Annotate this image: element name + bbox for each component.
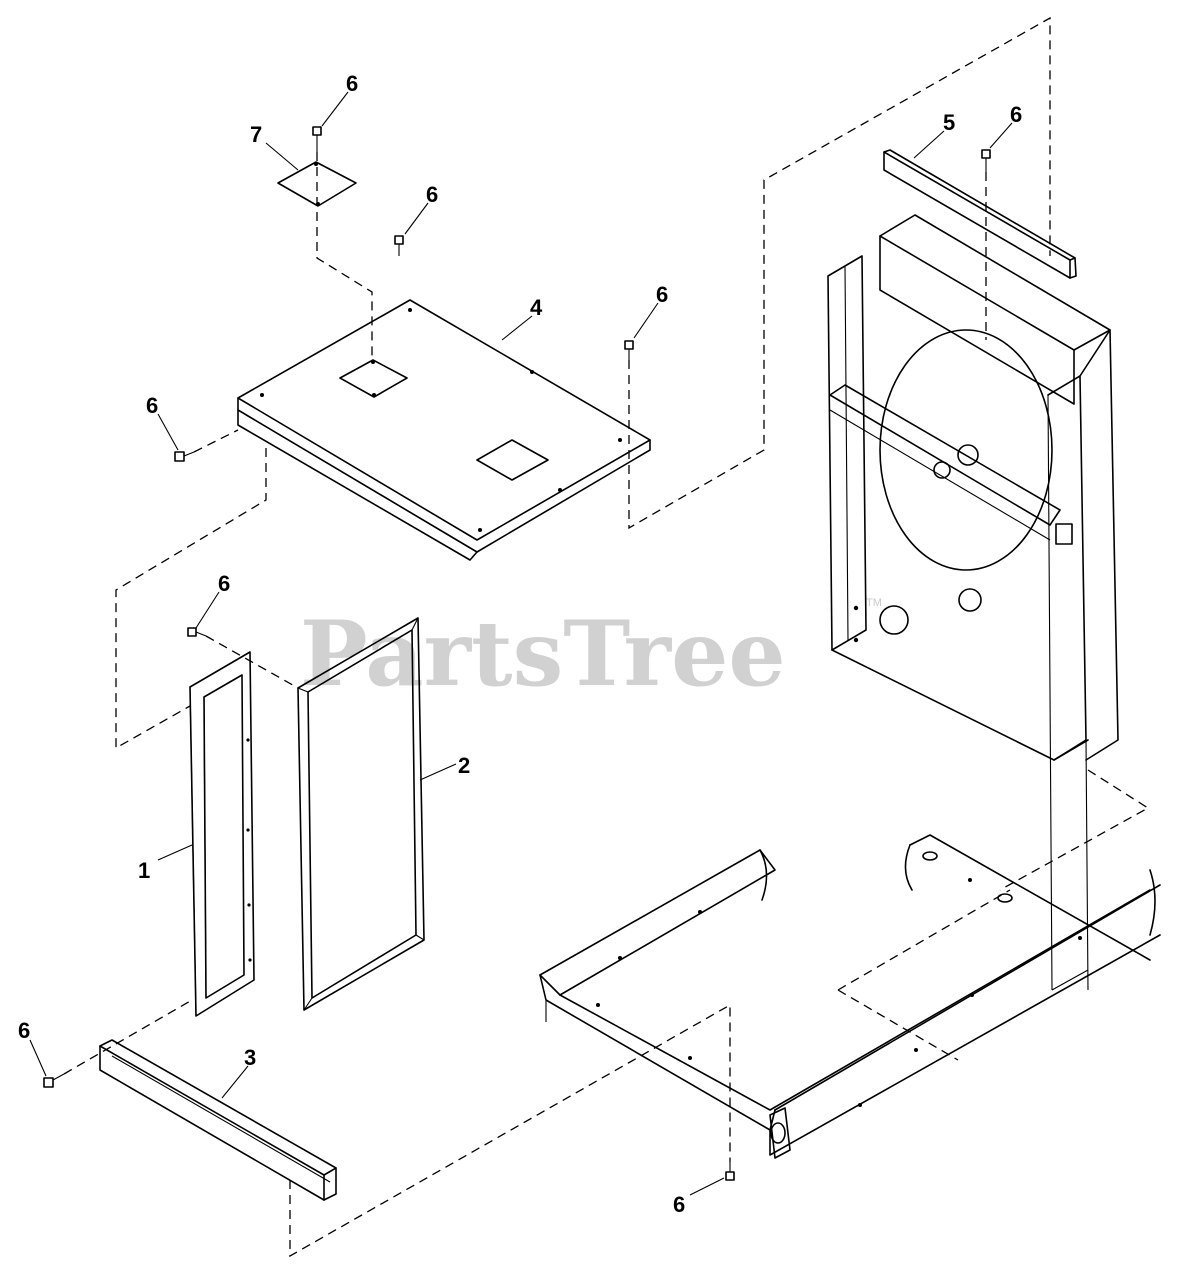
part-6-bolt-bracket [981,149,991,172]
callout-6: 6 [673,1192,685,1217]
leader-lines [29,91,1013,1196]
part-6-bolt-frames [187,627,207,637]
callout-6: 6 [146,393,158,418]
callout-2: 2 [458,753,470,778]
callout-6: 6 [426,182,438,207]
part-6-bolt-left-of-panel [174,451,195,462]
part-3-bottom-rail [99,1039,337,1201]
part-6-bolt-base [725,1162,735,1181]
part-5-upper-bracket [883,149,1077,279]
radiator-shroud-assembly [827,214,1119,991]
callout-6: 6 [18,1018,30,1043]
callout-1: 1 [138,858,150,883]
callout-5: 5 [943,110,955,135]
callout-7: 7 [250,122,262,147]
callout-6: 6 [218,571,230,596]
callout-6: 6 [346,71,358,96]
callout-3: 3 [244,1045,256,1070]
part-2-wide-frame [297,617,425,1011]
callout-6: 6 [656,282,668,307]
callout-6: 6 [1010,102,1022,127]
part-6-bolt-rail [43,1073,65,1088]
part-6-bolt-loose [394,235,404,256]
assembly-lines [63,16,1150,1258]
part-1-side-frame [189,651,255,1017]
part-6-bolt-top [312,126,322,152]
part-6-bolt-right-of-panel [624,340,634,360]
callout-4: 4 [530,295,543,320]
part-4-top-panel [237,299,651,561]
watermark-text: PartsTree [300,601,786,707]
watermark-trademark: TM [866,597,882,609]
base-frame [539,834,1161,1159]
